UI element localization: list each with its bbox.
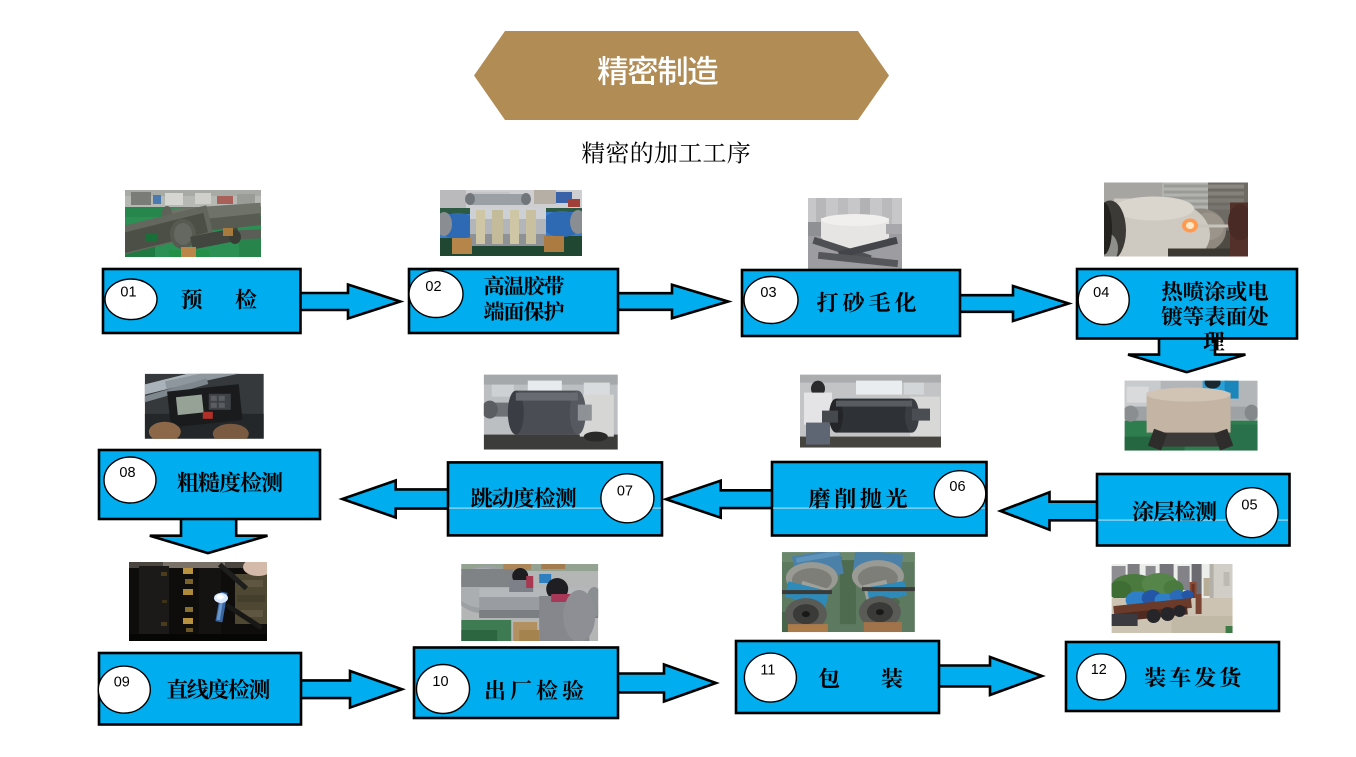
svg-text:12: 12 [1091,662,1107,678]
svg-text:07: 07 [617,483,633,499]
svg-text:10: 10 [432,674,448,690]
svg-text:06: 06 [949,479,965,495]
svg-text:01: 01 [120,284,136,300]
svg-text:02: 02 [425,279,441,295]
svg-text:03: 03 [760,285,776,301]
svg-text:05: 05 [1241,498,1257,514]
svg-text:09: 09 [114,675,130,691]
svg-text:11: 11 [760,663,775,679]
svg-text:08: 08 [119,465,135,481]
svg-text:04: 04 [1093,285,1109,301]
